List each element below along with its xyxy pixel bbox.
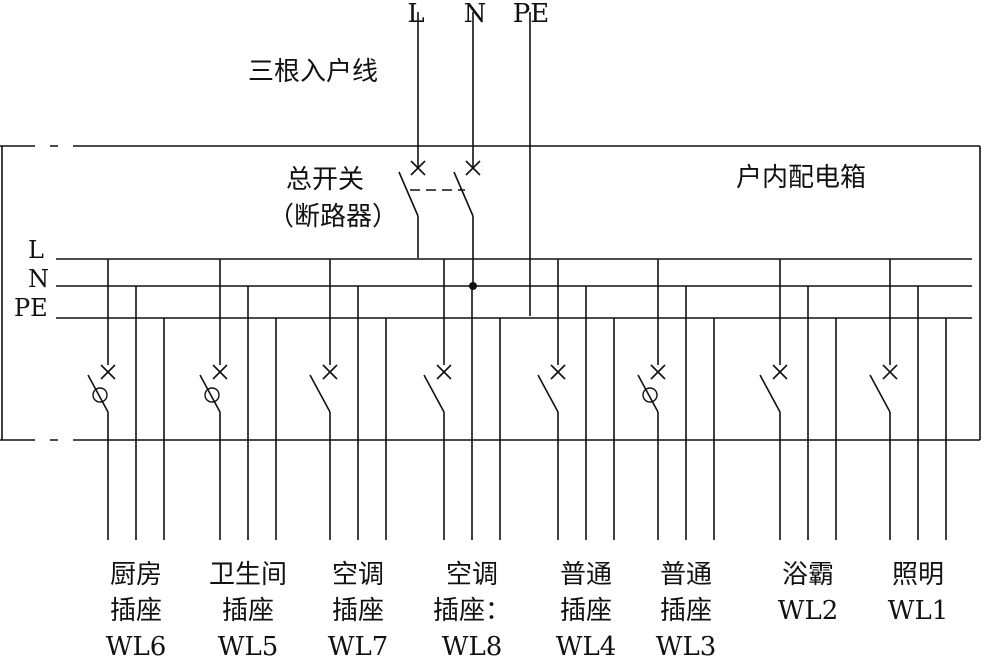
bus-bars <box>56 258 972 319</box>
branch-circuits: 厨房插座WL6卫生间插座WL5空调插座WL7空调插座：WL8普通插座WL4普通插… <box>87 259 949 661</box>
breaker-blade <box>87 374 109 413</box>
circuit-name: 浴霸 <box>782 560 834 590</box>
breaker-x-mark <box>322 364 338 380</box>
incoming-label-n: N <box>464 0 487 29</box>
circuit-code: WL7 <box>328 632 389 661</box>
breaker-x-mark <box>882 364 898 380</box>
circuit-name: 普通 <box>560 560 612 590</box>
circuit-type: 插座 <box>110 596 162 626</box>
bus-label-n: N <box>28 265 49 293</box>
circuit-7: 浴霸 WL2 <box>759 259 839 626</box>
breaker-x-mark <box>212 364 228 380</box>
incoming-label-l: L <box>407 0 424 29</box>
circuit-type: 插座 <box>560 596 612 626</box>
circuit-type: 插座 <box>332 596 384 626</box>
circuit-code: WL3 <box>656 632 717 661</box>
circuit-type: 插座 <box>660 596 712 626</box>
circuit-code: WL8 <box>442 632 503 661</box>
breaker-blade <box>537 374 559 413</box>
incoming-label-pe: PE <box>513 0 549 29</box>
main-switch-label: 总开关 <box>286 165 364 195</box>
main-switch <box>398 12 531 316</box>
bus-label-l: L <box>28 236 44 264</box>
breaker-blade <box>759 374 781 413</box>
breaker-x-mark <box>650 364 666 380</box>
main-switch-sublabel: （断路器） <box>268 202 398 232</box>
circuit-name: 厨房 <box>110 560 162 590</box>
circuit-code: WL6 <box>106 632 167 661</box>
circuit-name: 照明 <box>892 560 944 590</box>
bus-label-pe: PE <box>14 294 48 322</box>
circuit-name: 空调 <box>332 560 384 590</box>
circuit-name: 卫生间 <box>209 560 287 590</box>
breaker-blade <box>423 374 445 413</box>
breaker-blade <box>637 374 659 413</box>
breaker-blade <box>199 374 221 413</box>
circuit-type: 插座 <box>222 596 274 626</box>
rcd-symbol <box>642 387 658 403</box>
distribution-box-outline <box>0 145 981 441</box>
circuit-name: 空调 <box>446 560 498 590</box>
rcd-symbol <box>204 387 220 403</box>
breaker-x-mark <box>550 364 566 380</box>
circuit-code: WL4 <box>556 632 617 661</box>
circuit-name: 普通 <box>660 560 712 590</box>
breaker-blade <box>309 374 331 413</box>
breaker-x-mark <box>772 364 788 380</box>
incoming-lines-label: 三根入户线 <box>248 57 378 87</box>
breaker-x-mark <box>100 364 116 380</box>
breaker-x-mark <box>436 364 452 380</box>
box-title: 户内配电箱 <box>736 163 866 193</box>
circuit-type: 插座： <box>433 596 511 626</box>
circuit-code: WL5 <box>218 632 279 661</box>
circuit-8: 照明 WL1 <box>869 259 949 626</box>
rcd-symbol <box>92 387 108 403</box>
circuit-code: WL1 <box>888 596 949 626</box>
breaker-blade <box>869 374 891 413</box>
circuit-code: WL2 <box>778 596 839 626</box>
